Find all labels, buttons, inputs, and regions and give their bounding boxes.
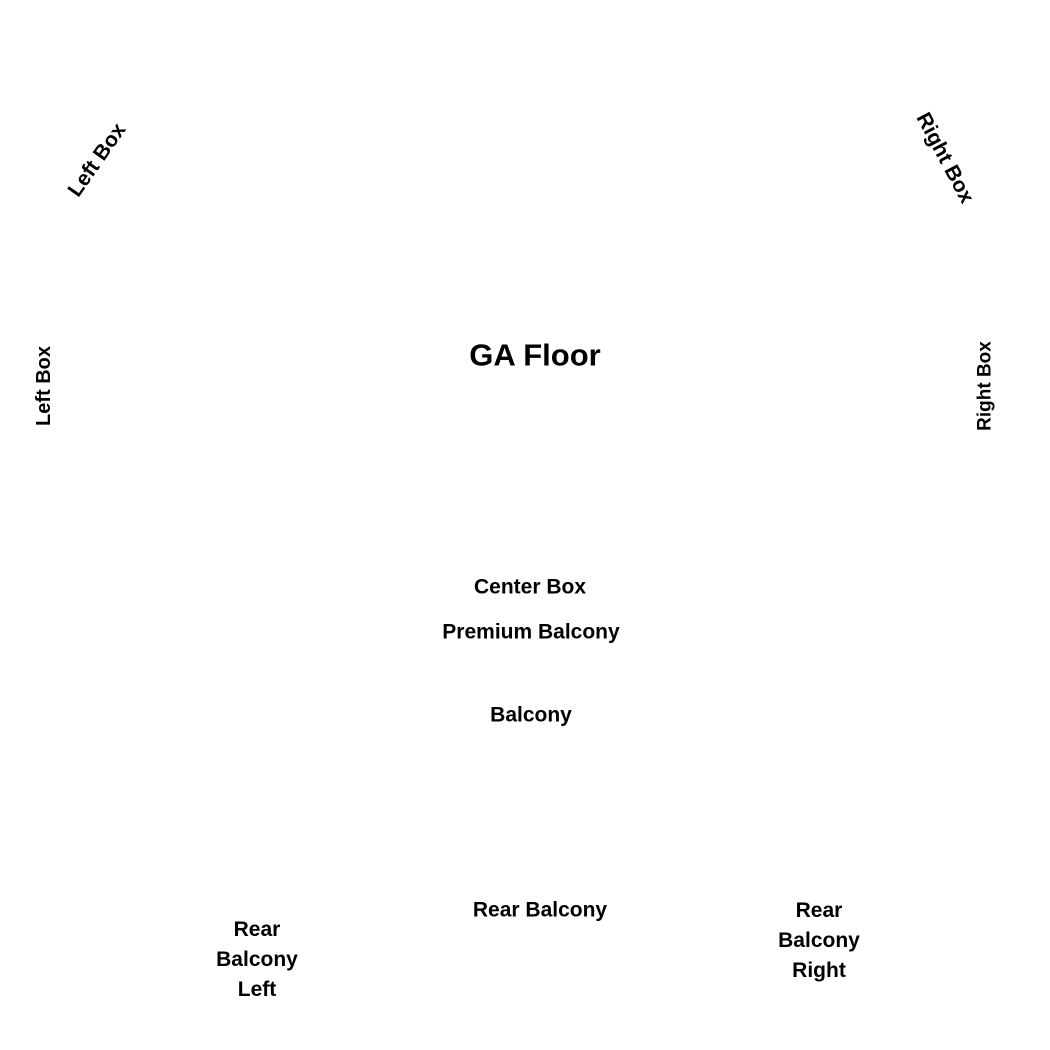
section-balcony[interactable]: Balcony [490,703,572,727]
section-left-box-side[interactable]: Left Box [33,346,55,426]
section-rear-balcony-left[interactable]: Rear Balcony Left [216,918,298,1001]
section-ga-floor[interactable]: GA Floor [469,337,601,373]
section-center-box[interactable]: Center Box [473,575,587,599]
section-left-box-upper[interactable]: Left Box [63,118,131,202]
section-rear-balcony[interactable]: Rear Balcony [472,898,608,922]
section-right-box-side[interactable]: Right Box [974,341,996,431]
section-premium-balcony[interactable]: Premium Balcony [442,620,620,644]
section-rear-balcony-right[interactable]: Rear Balcony Right [778,899,860,982]
section-right-box-upper[interactable]: Right Box [911,108,979,208]
